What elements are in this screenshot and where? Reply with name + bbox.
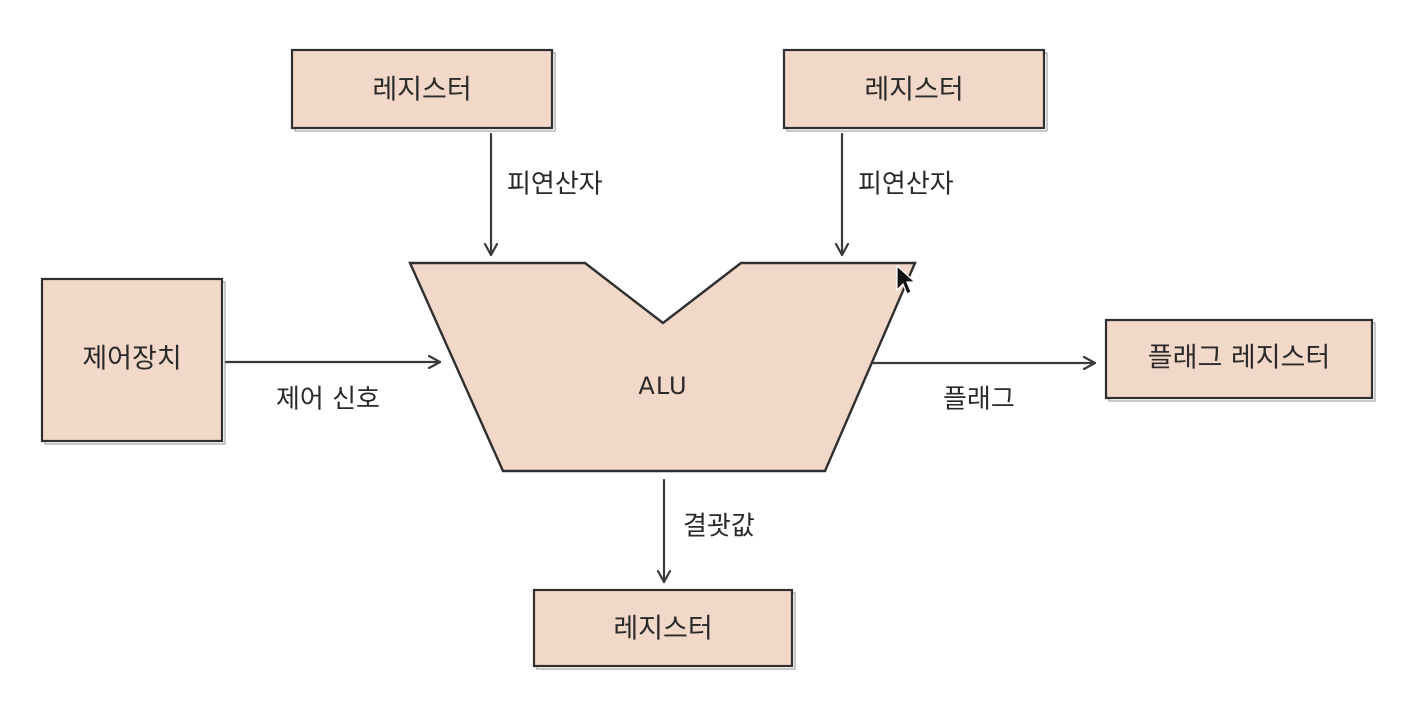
edge-flag-label: 플래그 [943, 385, 1015, 415]
edge-operand-right-label: 피연산자 [858, 170, 954, 200]
register-top-right: 레지스터 [782, 48, 1048, 132]
edge-flag: 플래그 [870, 363, 1097, 415]
edge-operand-left-label: 피연산자 [507, 170, 603, 200]
control-unit: 제어장치 [40, 277, 226, 445]
register-bottom-label: 레지스터 [613, 614, 712, 645]
control-unit-label: 제어장치 [82, 344, 181, 375]
flag-register: 플래그 레지스터 [1104, 318, 1376, 402]
edge-operand-right: 피연산자 [842, 132, 954, 257]
edge-result-label: 결괏값 [683, 512, 755, 542]
edge-control-signal-label: 제어 신호 [276, 385, 380, 415]
alu: ALU [408, 261, 917, 473]
edge-result: 결괏값 [664, 478, 755, 584]
register-top-left-label: 레지스터 [372, 75, 471, 106]
edge-operand-left: 피연산자 [491, 132, 603, 257]
flag-register-label: 플래그 레지스터 [1148, 343, 1330, 374]
edge-control-signal: 제어 신호 [224, 362, 442, 415]
mouse-pointer-icon [896, 264, 917, 295]
alu-shape [408, 261, 917, 473]
register-bottom: 레지스터 [532, 588, 796, 670]
register-top-right-label: 레지스터 [864, 75, 963, 106]
alu-label: ALU [638, 372, 687, 400]
register-top-left: 레지스터 [290, 48, 556, 132]
